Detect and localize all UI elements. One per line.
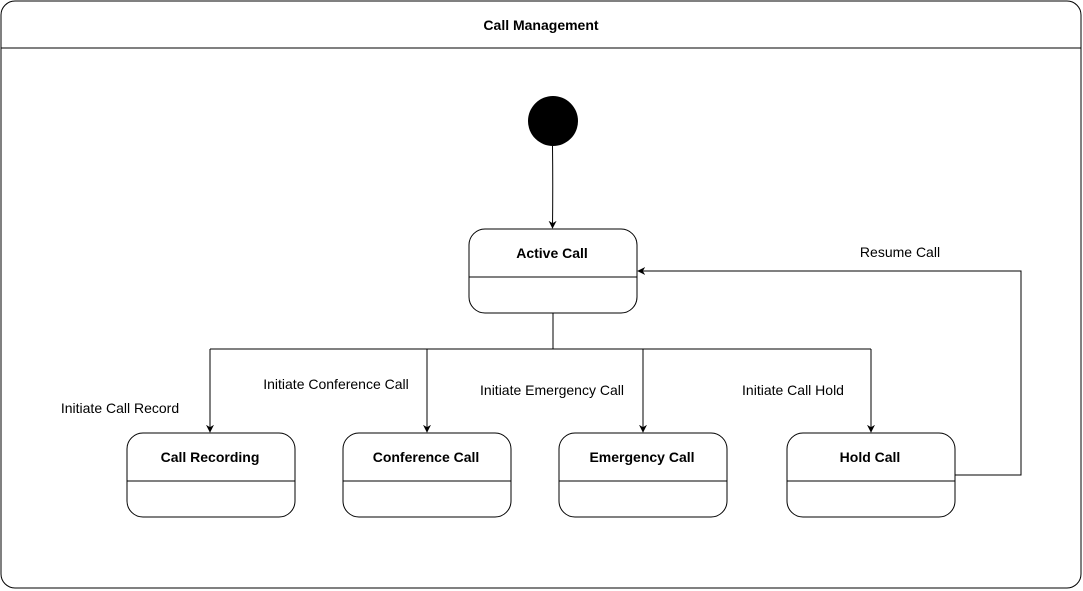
state-emergency-call[interactable]: Emergency Call — [558, 432, 728, 518]
state-call-recording[interactable]: Call Recording — [126, 432, 296, 518]
state-hold-call-label: Hold Call — [840, 449, 901, 465]
state-active-call-label: Active Call — [516, 245, 588, 261]
diagram-title: Call Management — [483, 17, 598, 33]
initial-state-node[interactable] — [528, 96, 578, 146]
state-conference-call[interactable]: Conference Call — [342, 432, 512, 518]
state-hold-call[interactable]: Hold Call — [786, 432, 956, 518]
transition-record-label: Initiate Call Record — [61, 400, 179, 416]
transition-emergency-label: Initiate Emergency Call — [480, 382, 624, 398]
branch-connectors — [210, 313, 871, 350]
state-active-call[interactable]: Active Call — [468, 228, 638, 314]
transition-hold-label: Initiate Call Hold — [742, 382, 844, 398]
transition-conference-label: Initiate Conference Call — [263, 376, 409, 392]
transition-resume-label: Resume Call — [860, 244, 940, 260]
state-emergency-call-label: Emergency Call — [589, 449, 694, 465]
state-call-recording-label: Call Recording — [161, 449, 260, 465]
state-conference-call-label: Conference Call — [373, 449, 480, 465]
transition-resume-arrow — [637, 267, 1022, 476]
